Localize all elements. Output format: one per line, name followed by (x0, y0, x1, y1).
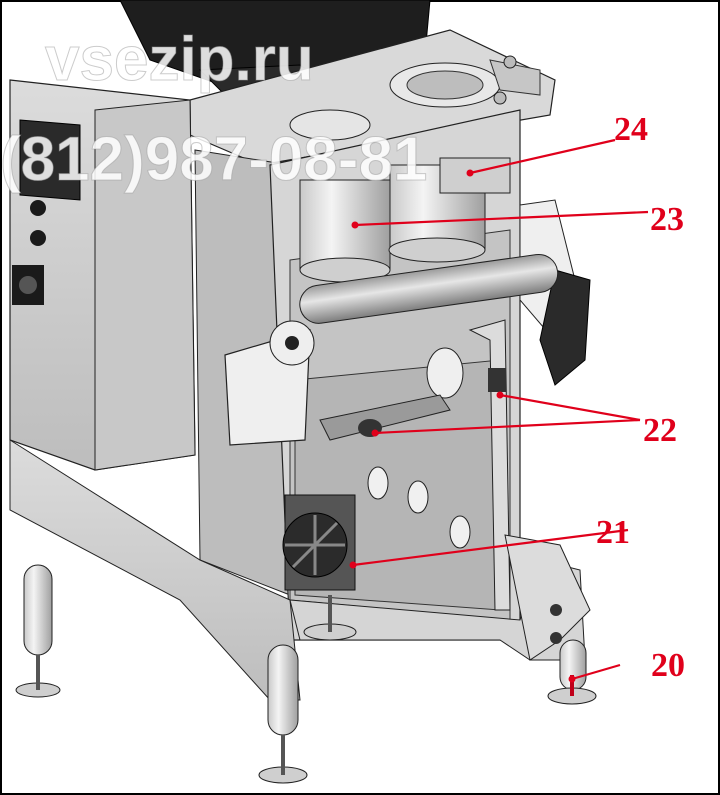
watermark-phone: (812)987-08-81 (0, 125, 427, 194)
leader-line-22a (499, 393, 641, 422)
control-box (9, 79, 196, 471)
callout-label-23: 23 (650, 201, 684, 238)
callout-label-21: 21 (596, 514, 630, 551)
leader-line-22b (374, 418, 641, 435)
watermark-site: vsezip.ru (45, 25, 314, 94)
callout-label-20: 20 (651, 647, 685, 684)
callout-label-24: 24 (614, 111, 648, 148)
callout-label-22: 22 (643, 412, 677, 449)
leader-line-21 (352, 528, 629, 567)
sensor-block (439, 157, 511, 194)
leader-line-23 (354, 210, 649, 227)
lift-arm (224, 199, 591, 446)
leader-dots (349, 169, 576, 683)
leader-lines (352, 138, 649, 681)
machine-base (9, 439, 591, 701)
motor-wheel (282, 494, 356, 591)
leader-line-20 (571, 663, 621, 681)
leader-line-24 (469, 138, 616, 175)
